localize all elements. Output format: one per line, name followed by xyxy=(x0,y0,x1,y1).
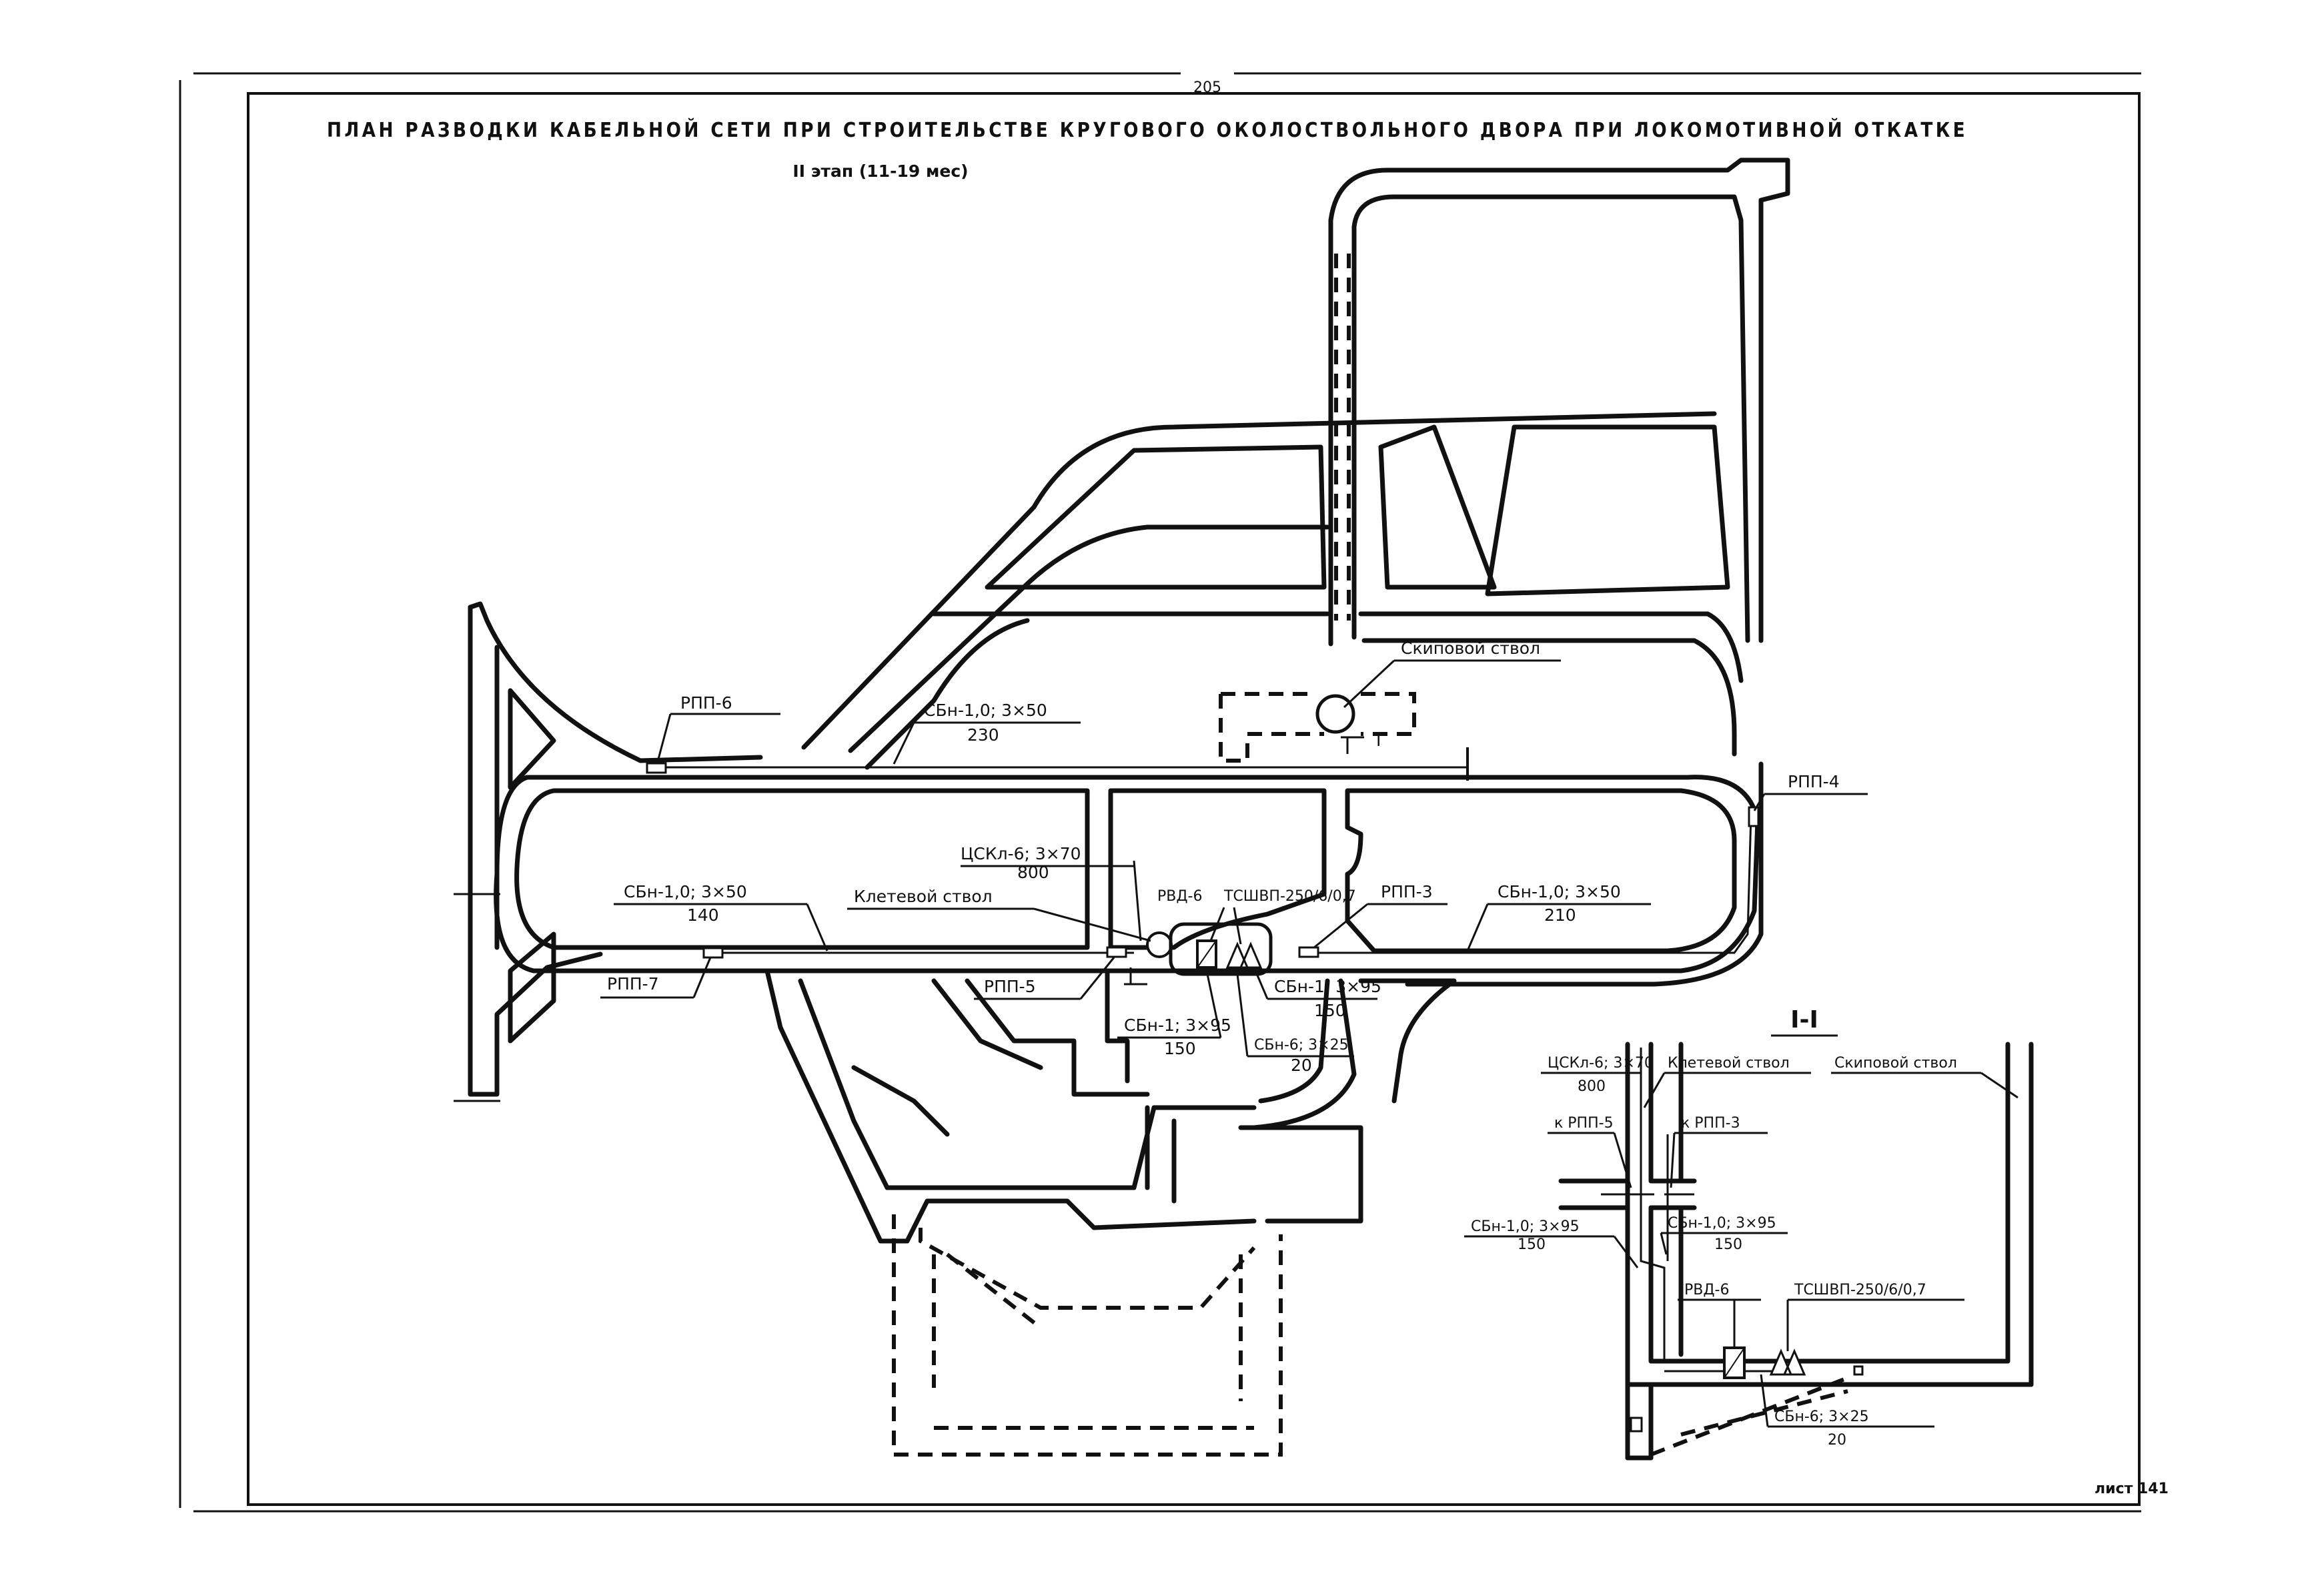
skip-shaft-corridor xyxy=(1328,157,1790,647)
page-number: 205 xyxy=(1193,79,1221,96)
sheet-label: лист 141 xyxy=(2095,1481,2169,1497)
section-transformer-symbol xyxy=(1769,1348,1806,1376)
section-view: I-I xyxy=(1464,1006,2034,1461)
cable-routes xyxy=(654,747,1752,954)
label-transformer: ТСШВП-250/6/0,7 xyxy=(1223,888,1356,905)
section-equipment xyxy=(1723,1346,1806,1379)
cage-shaft-equipment xyxy=(1124,922,1273,986)
label-skip-shaft: Скиповой ствол xyxy=(1401,639,1540,658)
cage-shaft-circle xyxy=(1146,931,1173,958)
label-rpp6: РПП-6 xyxy=(680,693,732,713)
label-rpp4: РПП-4 xyxy=(1788,772,1840,791)
label-cable-25-length: 20 xyxy=(1291,1056,1312,1075)
label-cable-25-spec: СБн-6; 3×25 xyxy=(1254,1037,1349,1054)
section-label-cage-shaft: Клетевой ствол xyxy=(1668,1055,1790,1072)
page-title: ПЛАН РАЗВОДКИ КАБЕЛЬНОЙ СЕТИ ПРИ СТРОИТЕ… xyxy=(327,118,1968,142)
section-label-hv-spec: ЦСКл-6; 3×70 xyxy=(1548,1055,1654,1072)
section-label-to-rpp3: к РПП-3 xyxy=(1681,1115,1740,1132)
section-label-to-rpp5: к РПП-5 xyxy=(1554,1115,1614,1132)
label-rvd6: РВД-6 xyxy=(1157,888,1202,905)
section-label-transformer: ТСШВП-250/6/0,7 xyxy=(1794,1282,1926,1298)
section-label-cable-25-spec: СБн-6; 3×25 xyxy=(1774,1409,1869,1425)
section-label-hv-length: 800 xyxy=(1578,1078,1606,1095)
section-label-cable-right-spec: СБн-1,0; 3×95 xyxy=(1668,1215,1776,1232)
label-cable-95a-spec: СБн-1; 3×95 xyxy=(1274,977,1381,996)
upper-corridors xyxy=(801,411,1744,770)
section-title: I-I xyxy=(1790,1006,1818,1034)
plan-labels: Скиповой ствол I РПП-6 СБн-1,0; 3×50 230… xyxy=(600,639,1868,1075)
section-label-cable-25-length: 20 xyxy=(1828,1432,1846,1449)
label-rpp5: РПП-5 xyxy=(984,977,1036,996)
rpp-boxes xyxy=(646,762,1760,959)
section-label-cable-left-spec: СБн-1,0; 3×95 xyxy=(1471,1218,1580,1235)
label-rpp3: РПП-3 xyxy=(1381,882,1433,901)
rpp6-box xyxy=(646,762,667,774)
left-wing xyxy=(454,601,763,1102)
rpp5-box xyxy=(1106,946,1127,958)
label-cable-top-length: 230 xyxy=(967,725,999,745)
section-shafts xyxy=(1558,1042,2034,1461)
section-label-cable-right-length: 150 xyxy=(1714,1236,1742,1253)
page-subtitle: II этап (11-19 мес) xyxy=(792,161,968,181)
section-labels: ЦСКл-6; 3×70 800 Клетевой ствол Скиповой… xyxy=(1464,1055,2018,1449)
label-cable-right-length: 210 xyxy=(1544,905,1576,925)
label-cable-left-length: 140 xyxy=(687,905,719,925)
label-section-mark: I xyxy=(1376,731,1381,750)
rpp4-box xyxy=(1748,806,1760,827)
label-cable-95b-length: 150 xyxy=(1164,1039,1196,1058)
equipment-chamber xyxy=(1169,922,1273,976)
plan-view: Скиповой ствол I РПП-6 СБн-1,0; 3×50 230… xyxy=(454,157,1868,1457)
skip-shaft-hub xyxy=(1219,692,1416,763)
label-cage-shaft: Клетевой ствол xyxy=(854,887,993,906)
sheet-frame xyxy=(179,72,2141,1513)
label-cable-right-spec: СБн-1,0; 3×50 xyxy=(1498,882,1621,901)
label-cable-95a-length: 150 xyxy=(1314,1001,1346,1020)
label-cable-95b-spec: СБн-1; 3×95 xyxy=(1124,1016,1231,1035)
section-label-cable-left-length: 150 xyxy=(1518,1236,1546,1253)
rpp7-box xyxy=(702,947,724,959)
label-cable-left-spec: СБн-1,0; 3×50 xyxy=(624,882,747,901)
label-rpp7: РПП-7 xyxy=(607,974,659,994)
label-cable-top-spec: СБн-1,0; 3×50 xyxy=(924,701,1047,720)
lower-corridors xyxy=(764,968,1363,1244)
transformer-symbol xyxy=(1225,941,1263,969)
section-label-rvd6: РВД-6 xyxy=(1684,1282,1729,1298)
section-label-skip-shaft: Скиповой ствол xyxy=(1834,1055,1957,1072)
planned-lower-loop xyxy=(892,1214,1283,1457)
skip-shaft-circle xyxy=(1315,694,1355,734)
rpp3-box xyxy=(1298,946,1319,958)
main-loop xyxy=(494,761,1764,1104)
label-hv-cable-spec: ЦСКл-6; 3×70 xyxy=(961,844,1081,863)
